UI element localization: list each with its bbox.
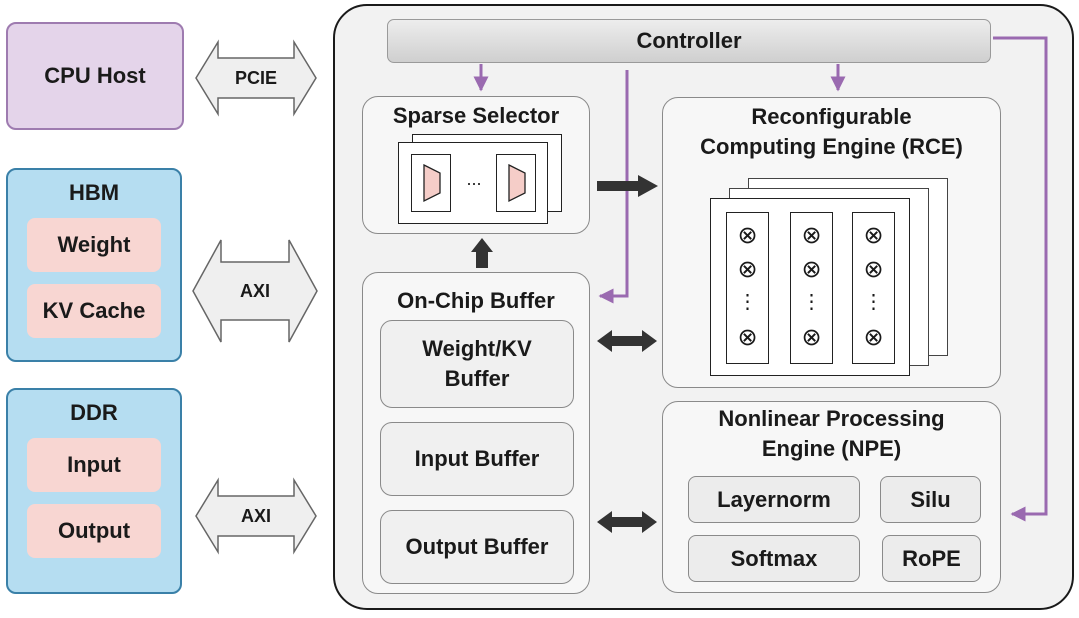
pcie-link-arrow	[195, 39, 317, 117]
multiplier-icon: ⊗	[863, 256, 884, 283]
cpu-host-label: CPU Host	[44, 63, 146, 88]
hbm-kv-cache-item: KV Cache	[27, 284, 161, 338]
hbm-axi-label: AXI	[239, 280, 270, 301]
ddr-axi-label: AXI	[240, 505, 271, 526]
pe-column-1: ⊗ ⊗ ⋮ ⊗	[726, 212, 769, 364]
mux-icon	[423, 163, 441, 203]
rce-title-line1: Reconfigurable	[751, 104, 912, 129]
weight-kv-buffer-label-line1: Weight/KV	[422, 336, 532, 361]
rce-title-line2: Computing Engine (RCE)	[700, 134, 963, 159]
silu-unit: Silu	[880, 476, 981, 523]
cpu-host-block: CPU Host	[6, 22, 184, 130]
hbm-block: HBM Weight KV Cache	[6, 168, 182, 362]
multiplier-icon: ⊗	[801, 256, 822, 283]
hbm-weight-item: Weight	[27, 218, 161, 272]
pcie-label: PCIE	[234, 67, 277, 88]
on-chip-buffer-title: On-Chip Buffer	[397, 288, 555, 313]
ddr-title: DDR	[70, 400, 118, 425]
vertical-ellipsis: ⋮	[737, 291, 758, 313]
ddr-output-item: Output	[27, 504, 161, 558]
multiplier-icon: ⊗	[737, 222, 758, 249]
controller-block: Controller	[387, 19, 991, 63]
buffer-rce-bidirectional-arrow	[597, 330, 657, 352]
selector-mux-cell-1	[411, 154, 451, 212]
pe-column-3: ⊗ ⊗ ⋮ ⊗	[852, 212, 895, 364]
multiplier-icon: ⊗	[737, 256, 758, 283]
input-buffer: Input Buffer	[380, 422, 574, 496]
controller-to-on-chip-buffer-line	[598, 70, 629, 304]
npe-title-line2: Engine (NPE)	[761, 436, 902, 461]
multiplier-icon: ⊗	[737, 324, 758, 351]
vertical-ellipsis: ⋮	[801, 291, 822, 313]
controller-label: Controller	[636, 28, 742, 53]
softmax-unit: Softmax	[688, 535, 860, 582]
selector-to-rce-arrow	[597, 175, 658, 197]
input-buffer-label: Input Buffer	[414, 446, 540, 471]
selector-ellipsis: ...	[466, 168, 482, 189]
buffer-npe-bidirectional-arrow	[597, 511, 657, 533]
controller-to-npe-line	[993, 36, 1048, 522]
ddr-block: DDR Input Output	[6, 388, 182, 594]
rope-unit: RoPE	[882, 535, 981, 582]
layernorm-unit: Layernorm	[688, 476, 860, 523]
multiplier-icon: ⊗	[863, 324, 884, 351]
npe-title-line1: Nonlinear Processing	[718, 406, 945, 431]
buffer-to-selector-arrow	[471, 238, 493, 268]
output-buffer-label: Output Buffer	[405, 534, 549, 559]
pe-column-2: ⊗ ⊗ ⋮ ⊗	[790, 212, 833, 364]
mux-icon	[508, 163, 526, 203]
weight-kv-buffer: Weight/KV Buffer	[380, 320, 574, 408]
hbm-axi-link-arrow	[192, 239, 318, 343]
sparse-selector-title: Sparse Selector	[392, 103, 560, 128]
vertical-ellipsis: ⋮	[863, 291, 884, 313]
ddr-axi-link-arrow	[195, 477, 317, 555]
weight-kv-buffer-label-line2: Buffer	[444, 366, 510, 391]
multiplier-icon: ⊗	[801, 222, 822, 249]
multiplier-icon: ⊗	[801, 324, 822, 351]
output-buffer: Output Buffer	[380, 510, 574, 584]
multiplier-icon: ⊗	[863, 222, 884, 249]
selector-mux-cell-2	[496, 154, 536, 212]
hbm-title: HBM	[68, 180, 120, 205]
ddr-input-item: Input	[27, 438, 161, 492]
